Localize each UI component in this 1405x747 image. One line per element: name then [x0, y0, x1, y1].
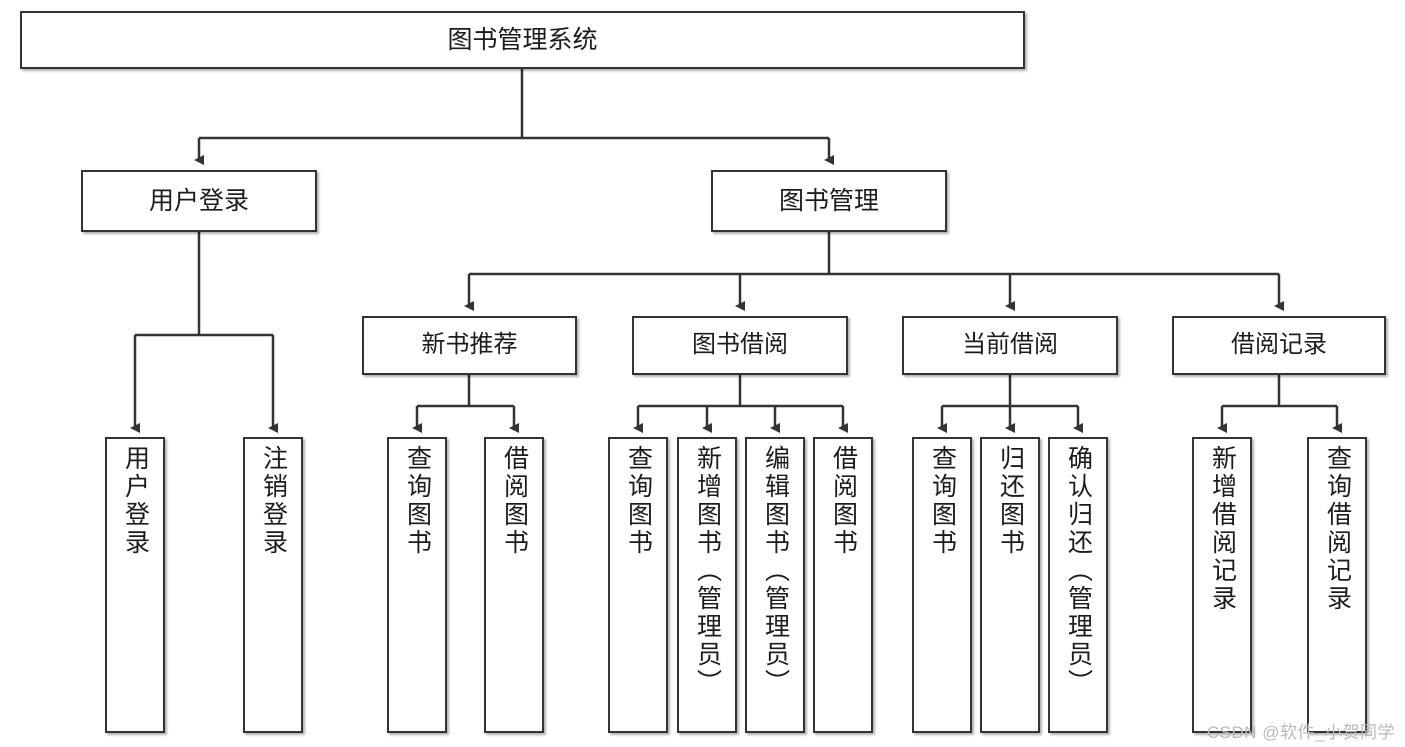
node-leaf-query-record-label: 查询借阅记录 [1323, 445, 1352, 613]
node-user-login[interactable]: 用户登录 [81, 170, 317, 232]
node-leaf-query-book-2[interactable]: 查询图书 [608, 437, 668, 733]
node-leaf-query-record[interactable]: 查询借阅记录 [1307, 437, 1367, 733]
node-new-book-rec[interactable]: 新书推荐 [362, 316, 577, 375]
node-leaf-logout-label: 注销登录 [259, 445, 288, 557]
node-book-borrow-label: 图书借阅 [692, 331, 788, 359]
node-user-login-label: 用户登录 [148, 187, 249, 215]
csdn-watermark: CSDN @软件_小贺同学 [1206, 723, 1395, 742]
node-leaf-edit-book-admin[interactable]: 编辑图书（管理员） [745, 437, 805, 733]
node-leaf-borrow-book-1[interactable]: 借阅图书 [484, 437, 544, 733]
node-new-book-rec-label: 新书推荐 [421, 331, 518, 359]
node-leaf-user-login[interactable]: 用户登录 [105, 437, 165, 733]
node-leaf-add-record-label: 新增借阅记录 [1208, 445, 1237, 613]
node-leaf-add-record[interactable]: 新增借阅记录 [1192, 437, 1252, 733]
node-leaf-query-book-1[interactable]: 查询图书 [387, 437, 447, 733]
node-root[interactable]: 图书管理系统 [20, 11, 1025, 69]
node-current-borrow-label: 当前借阅 [962, 331, 1058, 359]
node-leaf-logout[interactable]: 注销登录 [243, 437, 303, 733]
node-leaf-borrow-book-2-label: 借阅图书 [829, 445, 858, 557]
node-leaf-borrow-book-2[interactable]: 借阅图书 [813, 437, 873, 733]
node-leaf-return-book-label: 归还图书 [996, 445, 1025, 557]
node-borrow-record-label: 借阅记录 [1231, 331, 1327, 359]
node-leaf-query-book-2-label: 查询图书 [624, 445, 653, 557]
node-leaf-confirm-return-admin[interactable]: 确认归还（管理员） [1048, 437, 1108, 733]
node-leaf-borrow-book-1-label: 借阅图书 [500, 445, 529, 557]
node-root-label: 图书管理系统 [447, 26, 598, 54]
node-borrow-record[interactable]: 借阅记录 [1172, 316, 1386, 375]
node-leaf-query-book-3-label: 查询图书 [928, 445, 957, 557]
node-leaf-confirm-return-admin-label: 确认归还（管理员） [1064, 445, 1093, 697]
node-book-manage[interactable]: 图书管理 [711, 170, 947, 232]
node-leaf-query-book-3[interactable]: 查询图书 [912, 437, 972, 733]
node-book-borrow[interactable]: 图书借阅 [632, 316, 848, 375]
node-leaf-add-book-admin-label: 新增图书（管理员） [693, 445, 722, 697]
node-leaf-edit-book-admin-label: 编辑图书（管理员） [761, 445, 790, 697]
node-leaf-query-book-1-label: 查询图书 [403, 445, 432, 557]
node-leaf-add-book-admin[interactable]: 新增图书（管理员） [677, 437, 737, 733]
node-current-borrow[interactable]: 当前借阅 [902, 316, 1118, 375]
node-book-manage-label: 图书管理 [778, 187, 879, 215]
node-leaf-user-login-label: 用户登录 [121, 445, 150, 557]
node-leaf-return-book[interactable]: 归还图书 [980, 437, 1040, 733]
